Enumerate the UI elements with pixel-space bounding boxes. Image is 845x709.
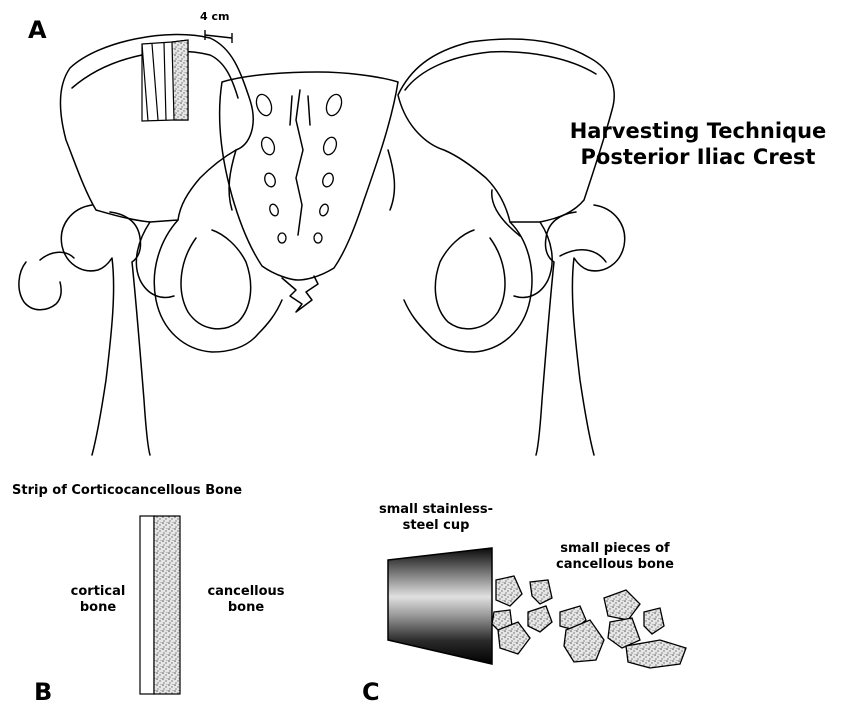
bone-piece: [644, 608, 664, 634]
harvest-site: [142, 40, 188, 121]
left-femur: [61, 205, 113, 455]
stainless-steel-cup: [388, 548, 492, 664]
bone-piece: [604, 590, 640, 620]
bone-strip: [140, 516, 180, 694]
bone-piece: [528, 606, 552, 632]
bone-piece: [608, 618, 640, 648]
bone-piece: [626, 640, 686, 668]
right-femur: [572, 205, 624, 455]
bone-piece: [496, 576, 522, 606]
cortical-layer: [140, 516, 154, 694]
bone-piece: [530, 580, 552, 604]
coccyx: [282, 276, 318, 312]
cancellous-pieces: [492, 576, 686, 668]
scale-bar: [205, 30, 232, 43]
pelvis-illustration: [19, 35, 625, 455]
cancellous-layer: [154, 516, 180, 694]
